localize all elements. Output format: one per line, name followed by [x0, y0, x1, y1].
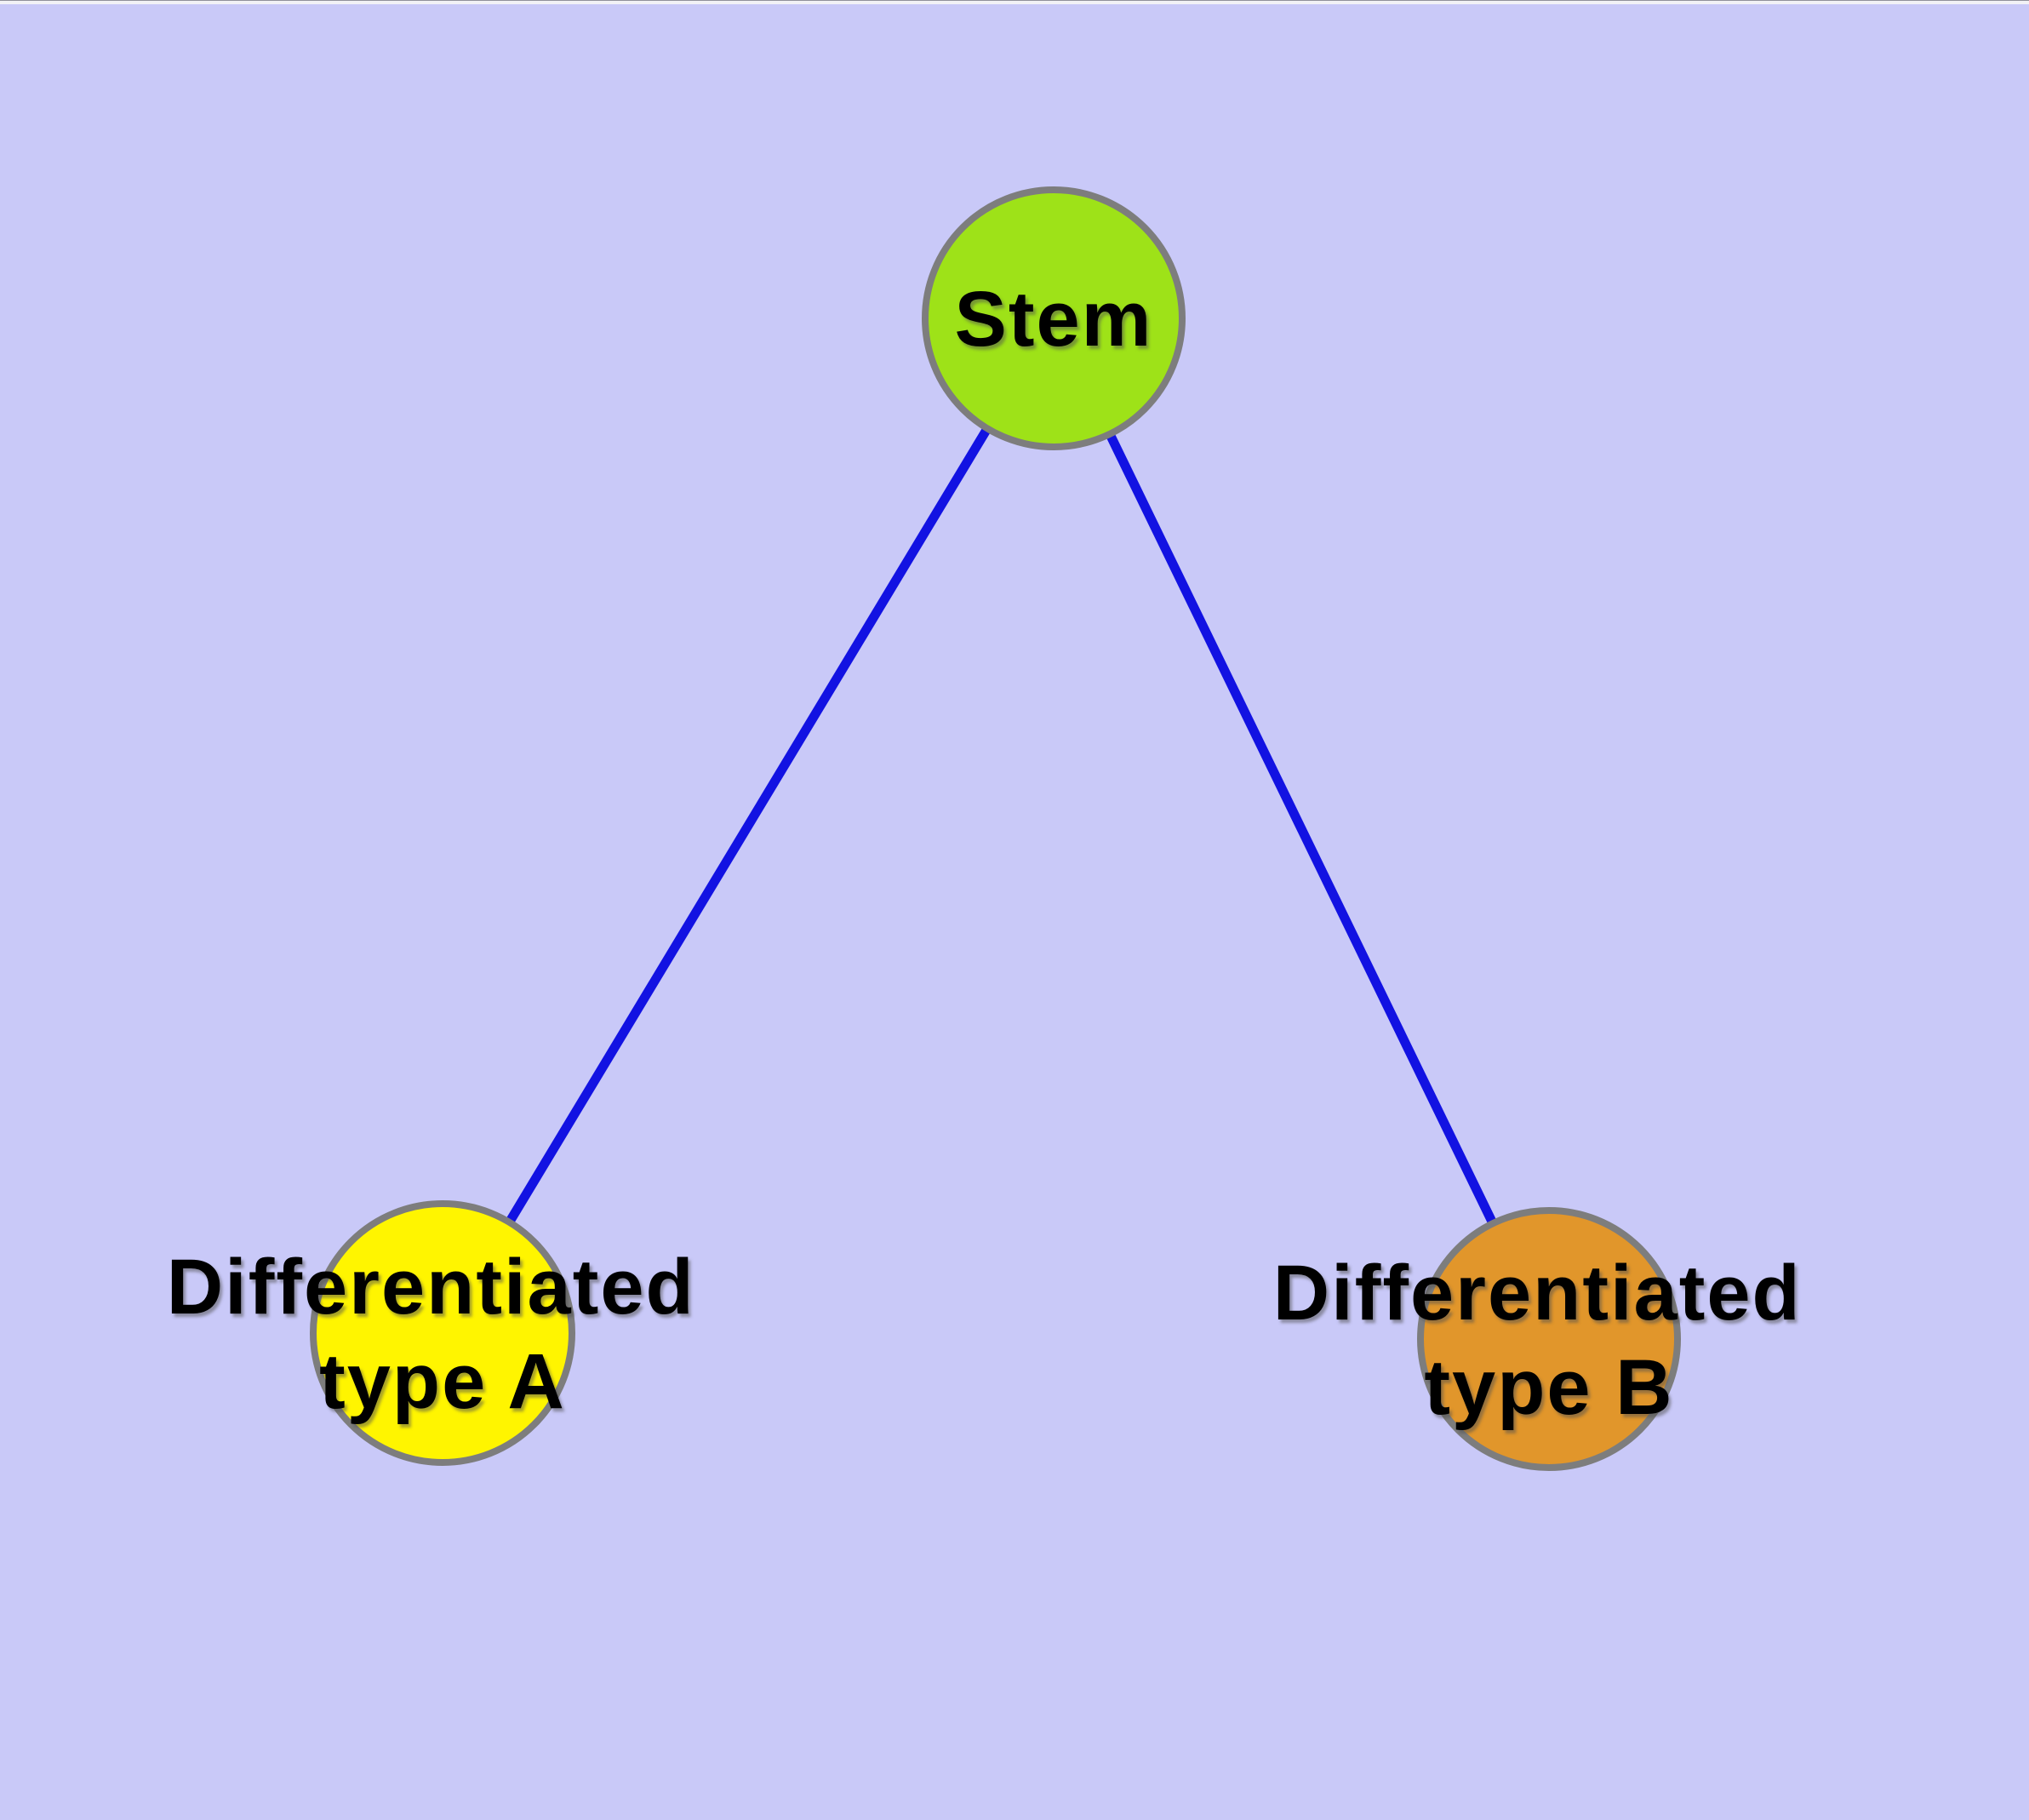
node-type-b-label: Differentiated type B	[1273, 1250, 1826, 1431]
node-type-b[interactable]	[1417, 1207, 1681, 1471]
edge-stem-to-type-a	[438, 316, 1058, 1336]
node-type-a-label: Differentiated type A	[167, 1244, 719, 1425]
node-type-a[interactable]	[310, 1200, 575, 1466]
edge-stem-to-type-b	[1049, 316, 1553, 1342]
node-type-b-label-line2: type B	[1424, 1344, 1673, 1431]
node-type-a-label-line1: Differentiated	[167, 1244, 695, 1331]
node-type-b-label-line1: Differentiated	[1273, 1250, 1802, 1336]
node-stem-label: Stem	[955, 276, 1153, 363]
node-type-a-label-line2: type A	[319, 1338, 566, 1425]
top-edge-artifact	[0, 0, 2029, 4]
node-stem[interactable]	[922, 186, 1186, 450]
